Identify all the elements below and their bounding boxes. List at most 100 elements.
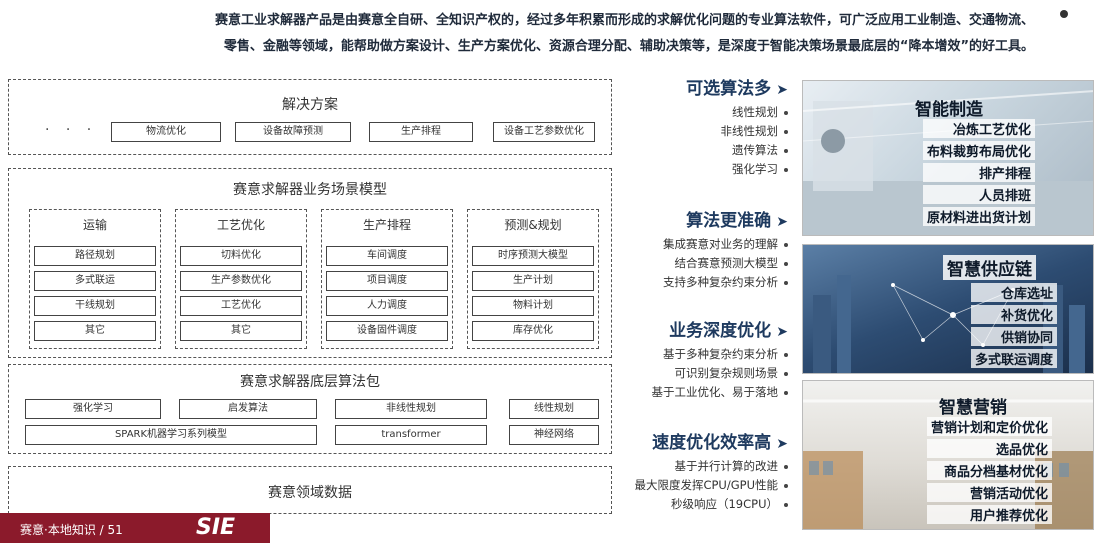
feature-item: 秒级响应（19CPU） [622,495,788,514]
feature-heading-row: 业务深度优化 ➤ [622,316,788,341]
scenario-group-title: 生产排程 [362,218,411,232]
feature-list: 线性规划 非线性规划 遗传算法 强化学习 [622,103,788,179]
feature-item: 基于并行计算的改进 [622,457,788,476]
scenario-item: 车间调度 [326,246,448,266]
feature-section: 速度优化效率高 ➤ 基于并行计算的改进 最大限度发挥CPU/GPU性能 秒级响应… [622,428,788,514]
panel-item: 商品分档基材优化 [927,461,1053,480]
feature-heading: 算法更准确 [686,211,772,231]
brand-logo: SIE [196,515,236,540]
store-illustration [803,399,1093,529]
scenario-group: 预测&规划 时序预测大模型 生产计划 物料计划 库存优化 [467,209,599,349]
intro-text: 赛意工业求解器产品是由赛意全自研、全知识产权的，经过多年积累而形成的求解优化问题… [34,8,1034,60]
feature-item: 基于工业优化、易于落地 [622,383,788,402]
algorithm-item: SPARK机器学习系列模型 [25,425,317,445]
scenario-item: 库存优化 [472,321,594,341]
feature-item: 最大限度发挥CPU/GPU性能 [622,476,788,495]
feature-list: 基于多种复杂约束分析 可识别复杂规则场景 基于工业优化、易于落地 [622,345,788,402]
algorithm-item: 神经网络 [509,425,599,445]
algorithm-item: 启发算法 [179,399,317,419]
solution-item: 物流优化 [111,122,221,142]
chevron-right-icon: ➤ [776,82,788,98]
scenario-item: 人力调度 [326,296,448,316]
chevron-right-icon: ➤ [776,214,788,230]
scenario-item: 生产参数优化 [180,271,302,291]
scenario-item: 物料计划 [472,296,594,316]
panel-item: 原材料进出货计划 [923,207,1036,226]
panel-title-wrap: 智慧供应链 [943,255,1036,280]
scenario-item: 其它 [34,321,156,341]
solution-item: 设备故障预测 [235,122,351,142]
scenario-item: 多式联运 [34,271,156,291]
panel-item: 补货优化 [971,305,1058,324]
feature-item: 遗传算法 [622,141,788,160]
panel-title: 智慧供应链 [947,260,1032,280]
scenario-title: 赛意求解器业务场景模型 [233,182,387,198]
panel-smart-manufacturing: 智能制造 冶炼工艺优化 布料裁剪布局优化 排产排程 人员排班 原材料进出货计划 [802,80,1094,236]
scenario-group: 生产排程 车间调度 项目调度 人力调度 设备固件调度 [321,209,453,349]
panel-smart-marketing: 智慧营销 营销计划和定价优化 选品优化 商品分档基材优化 营销活动优化 用户推荐… [802,380,1094,530]
feature-item: 可识别复杂规则场景 [622,364,788,383]
solution-box: 解决方案 设备工艺参数优化 生产排程 设备故障预测 物流优化 · · · [8,79,612,155]
panel-item: 供销协同 [971,327,1058,346]
data-box: 赛意领域数据 [8,466,612,514]
panel-item: 选品优化 [927,439,1053,458]
algorithm-box: 赛意求解器底层算法包 线性规划 非线性规划 启发算法 强化学习 神经网络 tra… [8,364,612,454]
feature-item: 非线性规划 [622,122,788,141]
panel-title: 智慧营销 [939,398,1007,418]
feature-item: 基于多种复杂约束分析 [622,345,788,364]
feature-heading: 速度优化效率高 [652,433,772,453]
panel-item: 布料裁剪布局优化 [923,141,1036,160]
scenario-group-title: 预测&规划 [504,218,562,232]
scenario-group: 运输 路径规划 多式联运 干线规划 其它 [29,209,161,349]
feature-heading: 业务深度优化 [669,321,772,341]
scenario-item: 路径规划 [34,246,156,266]
panel-item: 多式联运调度 [971,349,1058,368]
panel-item: 仓库选址 [971,283,1058,302]
intro-bullet [1060,10,1068,18]
algorithm-title: 赛意求解器底层算法包 [240,374,380,390]
panel-item: 排产排程 [923,163,1036,182]
panel-item: 冶炼工艺优化 [923,119,1036,138]
scenario-item: 时序预测大模型 [472,246,594,266]
panel-list: 营销计划和定价优化 选品优化 商品分档基材优化 营销活动优化 用户推荐优化 [927,417,1053,524]
feature-heading: 可选算法多 [686,79,772,99]
scenario-group: 工艺优化 切料优化 生产参数优化 工艺优化 其它 [175,209,307,349]
algorithm-item: 非线性规划 [335,399,487,419]
chevron-right-icon: ➤ [776,436,788,452]
panel-item: 营销计划和定价优化 [927,417,1053,436]
feature-heading-row: 算法更准确 ➤ [622,206,788,231]
scenario-item: 工艺优化 [180,296,302,316]
feature-section: 算法更准确 ➤ 集成赛意对业务的理解 结合赛意预测大模型 支持多种复杂约束分析 [622,206,788,292]
intro-line-1: 赛意工业求解器产品是由赛意全自研、全知识产权的，经过多年积累而形成的求解优化问题… [214,13,1034,28]
panel-item: 人员排班 [923,185,1036,204]
scenario-item: 干线规划 [34,296,156,316]
panel-item: 营销活动优化 [927,483,1053,502]
panel-smart-supply-chain: 智慧供应链 仓库选址 补货优化 供销协同 多式联运调度 [802,244,1094,374]
feature-item: 集成赛意对业务的理解 [622,235,788,254]
panel-item: 用户推荐优化 [927,505,1053,524]
solution-item: 生产排程 [369,122,473,142]
feature-heading-row: 速度优化效率高 ➤ [622,428,788,453]
scenario-item: 切料优化 [180,246,302,266]
panel-title: 智能制造 [915,100,983,120]
scenario-item: 其它 [180,321,302,341]
scenario-box: 赛意求解器业务场景模型 预测&规划 时序预测大模型 生产计划 物料计划 库存优化… [8,168,612,358]
algorithm-item: 线性规划 [509,399,599,419]
feature-list: 基于并行计算的改进 最大限度发挥CPU/GPU性能 秒级响应（19CPU） [622,457,788,514]
feature-section: 业务深度优化 ➤ 基于多种复杂约束分析 可识别复杂规则场景 基于工业优化、易于落… [622,316,788,402]
data-title: 赛意领域数据 [268,485,352,501]
scenario-group-title: 工艺优化 [216,218,265,232]
solution-more: · · · [45,122,98,138]
footer-banner: SIE 赛意·本地知识 / 51 [0,513,270,543]
algorithm-item: transformer [335,425,487,445]
intro-line-2: 零售、金融等领域，能帮助做方案设计、生产方案优化、资源合理分配、辅助决策等，是深… [223,39,1034,54]
feature-item: 支持多种复杂约束分析 [622,273,788,292]
panel-list: 冶炼工艺优化 布料裁剪布局优化 排产排程 人员排班 原材料进出货计划 [923,119,1036,226]
scenario-item: 设备固件调度 [326,321,448,341]
solution-title: 解决方案 [282,97,338,113]
feature-item: 线性规划 [622,103,788,122]
algorithm-item: 强化学习 [25,399,161,419]
scenario-item: 生产计划 [472,271,594,291]
feature-item: 强化学习 [622,160,788,179]
panel-list: 仓库选址 补货优化 供销协同 多式联运调度 [971,283,1058,368]
